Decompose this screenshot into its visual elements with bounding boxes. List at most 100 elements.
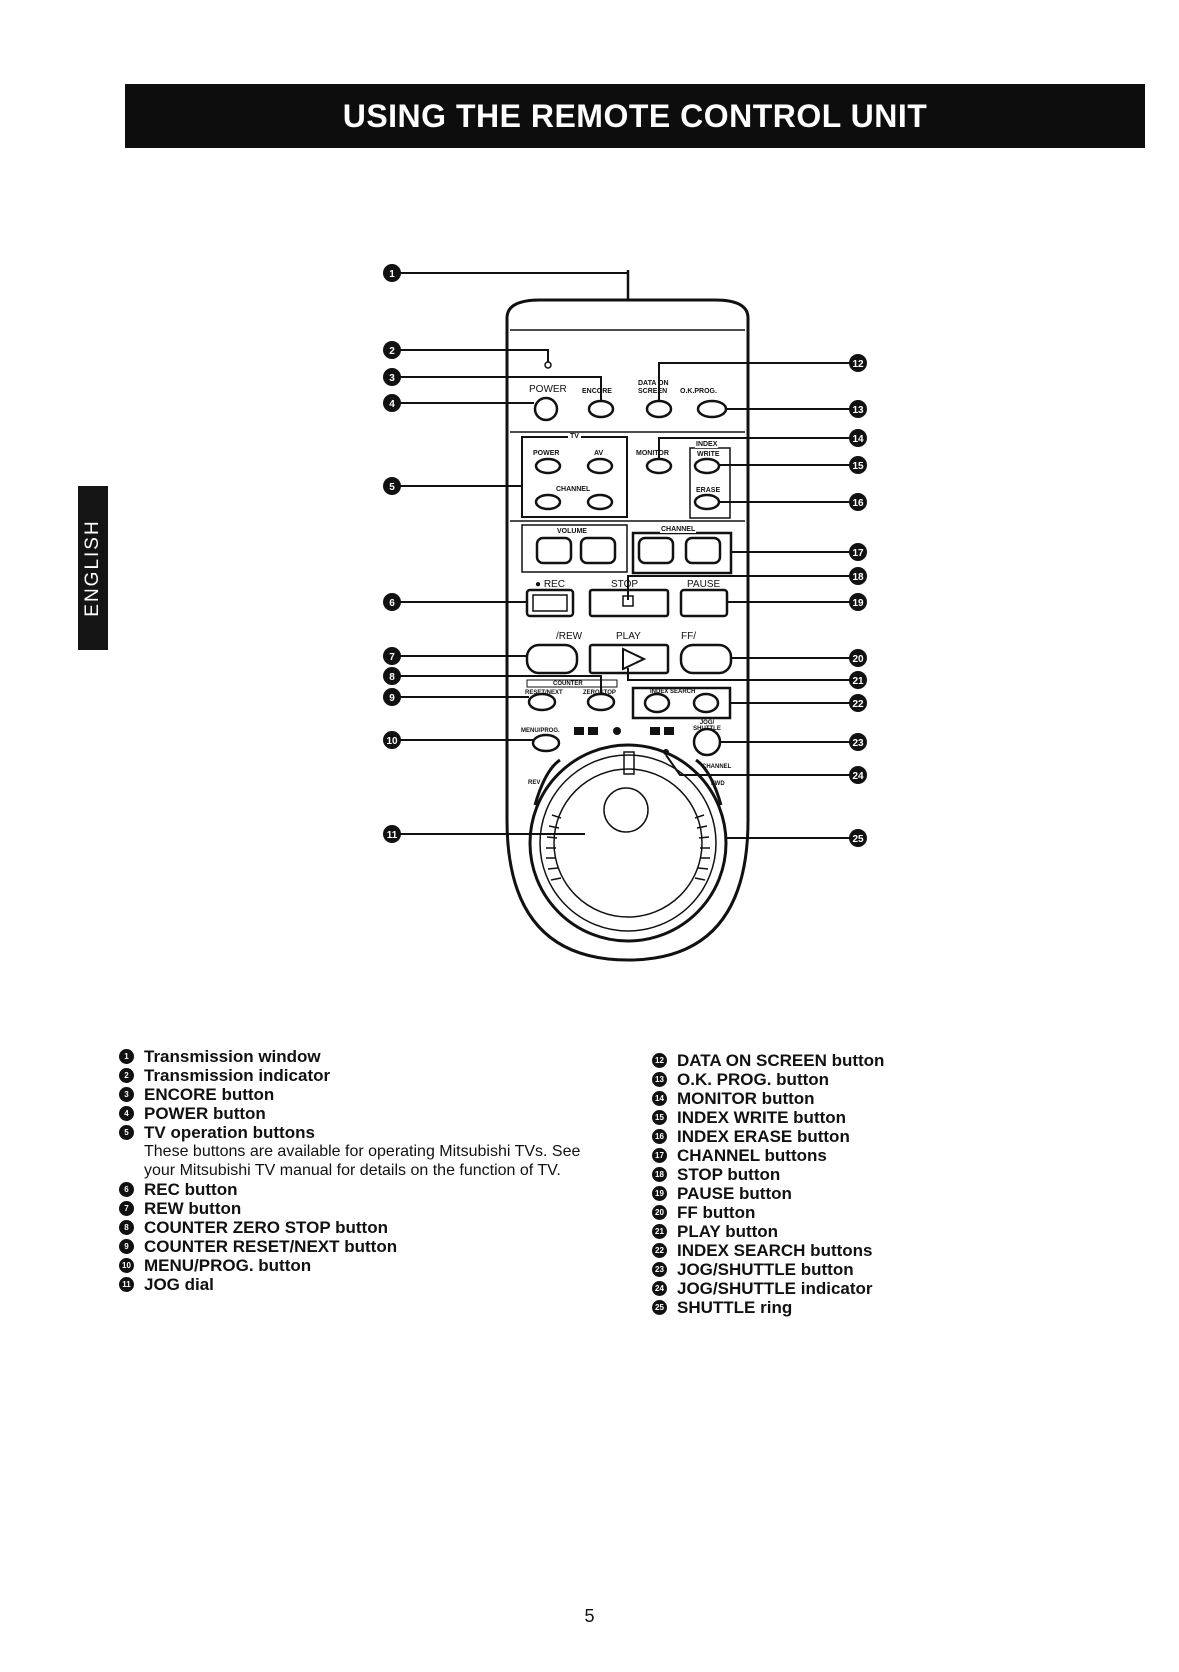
svg-text:12: 12 <box>852 359 864 370</box>
callout-7 <box>383 647 401 665</box>
svg-text:22: 22 <box>852 699 864 710</box>
callout-17 <box>849 543 867 561</box>
label-ff: FF/ <box>681 631 696 642</box>
tv-note: These buttons are available for operatin… <box>144 1143 581 1179</box>
label-zero-stop: ZEROSTOP <box>583 690 616 696</box>
label-counter: COUNTER <box>553 681 583 687</box>
callout-2 <box>383 341 401 359</box>
callout-25 <box>849 829 867 847</box>
label-stop: STOP <box>611 579 639 590</box>
callout-8 <box>383 667 401 685</box>
page-number: 5 <box>584 1606 595 1626</box>
label-rew: /REW <box>556 631 583 642</box>
label-volume: VOLUME <box>557 528 587 535</box>
svg-text:1: 1 <box>389 269 395 280</box>
callout-20 <box>849 649 867 667</box>
svg-text:10: 10 <box>386 736 398 747</box>
label-monitor: MONITOR <box>636 450 669 457</box>
label-rev: REV <box>528 780 541 786</box>
svg-text:20: 20 <box>852 654 864 665</box>
label-play: PLAY <box>616 631 641 642</box>
callout-13 <box>849 400 867 418</box>
callout-5 <box>383 477 401 495</box>
callout-14 <box>849 429 867 447</box>
callout-19 <box>849 593 867 611</box>
label-erase: ERASE <box>696 487 721 494</box>
label-rec: ● REC <box>535 579 565 590</box>
label-tv-power: POWER <box>533 450 560 457</box>
svg-text:9: 9 <box>389 693 395 704</box>
callout-12 <box>849 354 867 372</box>
label-ok-prog: O.K.PROG. <box>680 388 717 395</box>
label-fwd: FWD <box>711 781 725 787</box>
svg-text:2: 2 <box>389 346 395 357</box>
callout-16 <box>849 493 867 511</box>
label-channel-ring: CHANNEL <box>702 764 732 770</box>
svg-text:15: 15 <box>852 461 864 472</box>
label-jog-shuttle: JOG/ SHUTTLE <box>693 720 721 732</box>
label-encore: ENCORE <box>582 388 612 395</box>
callout-18 <box>849 567 867 585</box>
svg-text:17: 17 <box>852 548 864 559</box>
callout-23 <box>849 733 867 751</box>
svg-text:23: 23 <box>852 738 864 749</box>
svg-text:8: 8 <box>389 672 395 683</box>
callout-11 <box>383 825 401 843</box>
label-tv: TV <box>568 433 581 440</box>
svg-text:19: 19 <box>852 598 864 609</box>
callout-22 <box>849 694 867 712</box>
callout-10 <box>383 731 401 749</box>
remote-control-drawing: 1 2 3 4 5 6 7 8 9 10 11 12 13 14 15 16 1… <box>383 264 867 962</box>
callout-9 <box>383 688 401 706</box>
svg-text:25: 25 <box>852 834 864 845</box>
label-av: AV <box>594 450 604 457</box>
label-channel-tv: CHANNEL <box>556 486 591 493</box>
svg-text:24: 24 <box>852 771 864 782</box>
svg-text:21: 21 <box>852 676 864 687</box>
label-channel: CHANNEL <box>660 526 697 533</box>
language-tab: ENGLISH <box>78 486 108 650</box>
svg-text:11: 11 <box>387 830 398 841</box>
label-index: INDEX <box>695 441 719 448</box>
svg-text:6: 6 <box>389 598 395 609</box>
label-reset-next: RESET/NEXT <box>525 690 563 696</box>
remote-control-diagram: 1 2 3 4 5 6 7 8 9 10 11 12 13 14 15 16 1… <box>383 264 867 962</box>
label-index-search: INDEX SEARCH <box>650 689 696 695</box>
svg-text:5: 5 <box>389 482 395 493</box>
callout-24 <box>849 766 867 784</box>
label-power: POWER <box>529 384 567 395</box>
svg-text:18: 18 <box>852 572 864 583</box>
callout-1 <box>383 264 401 282</box>
page-title: USING THE REMOTE CONTROL UNIT <box>125 84 1145 148</box>
label-write: WRITE <box>697 451 720 458</box>
svg-text:14: 14 <box>852 434 864 445</box>
callout-3 <box>383 368 401 386</box>
svg-text:16: 16 <box>852 498 864 509</box>
label-data-on: DATA ON <box>638 380 669 387</box>
svg-text:4: 4 <box>389 399 395 410</box>
callout-21 <box>849 671 867 689</box>
label-pause: PAUSE <box>687 579 721 590</box>
